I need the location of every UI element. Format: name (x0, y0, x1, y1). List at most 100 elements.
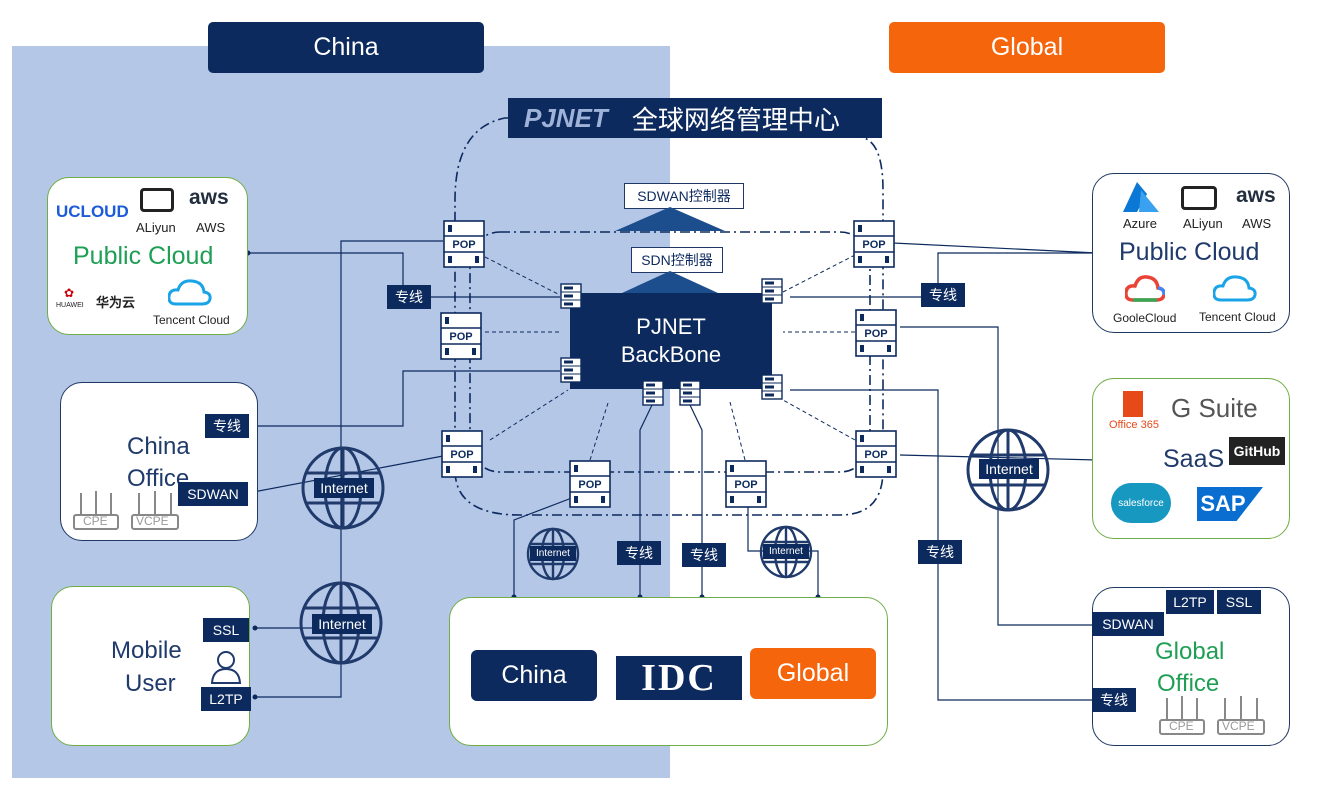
leased-line-tag: 专线 (918, 540, 962, 564)
aws-logo: aws (1236, 184, 1276, 207)
global-region-header: Global (889, 22, 1165, 73)
cpe-label: CPE (1169, 719, 1194, 733)
cpe-router-icon: CPE (73, 491, 119, 531)
vcpe-label: VCPE (1222, 719, 1255, 733)
google-cloud-label: GooleCloud (1113, 311, 1177, 325)
sdn-controller-shape (622, 271, 718, 293)
idc-global-label: Global (750, 648, 876, 699)
pop-label: POP (864, 449, 887, 461)
pop-node: POP (855, 309, 897, 362)
china-region-header: China (208, 22, 484, 73)
aws-label: AWS (1242, 216, 1272, 231)
internet-globe-icon: Internet (965, 427, 1051, 513)
idc-china-label: China (471, 650, 597, 701)
china-region-label: China (313, 33, 379, 61)
backbone-line2: BackBone (620, 342, 722, 367)
management-center-title: 全球网络管理中心 (631, 104, 840, 135)
global-region-label: Global (990, 33, 1064, 61)
server-icon (761, 278, 783, 309)
saas-box: Office 365 G Suite SaaS GitHub salesforc… (1092, 378, 1290, 539)
sdwan-tag: SDWAN (178, 482, 248, 506)
internet-globe-icon: Internet (526, 527, 580, 581)
idc-logo: IDC (616, 656, 742, 700)
pjnet-logo: PJNET (524, 102, 608, 133)
user-icon (210, 649, 242, 690)
internet-label: Internet (763, 544, 809, 559)
azure-icon (1119, 180, 1161, 219)
leased-line-tag: 专线 (921, 283, 965, 307)
pop-label: POP (862, 239, 885, 251)
idc-china-text: China (501, 661, 567, 689)
sap-logo: SAP (1197, 487, 1263, 521)
pop-node: POP (441, 430, 483, 483)
management-center-banner: PJNET 全球网络管理中心 (508, 98, 882, 138)
pop-label: POP (450, 449, 473, 461)
china-office: China Office CPE VCPE (60, 382, 258, 541)
leased-line-tag: 专线 (205, 414, 249, 438)
idc-box: China IDC Global (449, 597, 888, 746)
salesforce-logo: salesforce (1111, 483, 1171, 523)
aws-logo: aws (189, 186, 229, 209)
huawei-label: HUAWEI (56, 302, 84, 309)
backbone-line1: PJNET (636, 314, 706, 339)
cpe-router-icon: CPE (1159, 696, 1205, 736)
pjnet-backbone: PJNET BackBone (570, 293, 772, 389)
tencent-cloud-label: Tencent Cloud (1199, 310, 1276, 324)
pop-node: POP (443, 220, 485, 273)
ssl-tag: SSL (203, 618, 249, 642)
vcpe-label: VCPE (136, 514, 169, 528)
china-office-title-line1: China (127, 433, 190, 460)
server-icon (761, 374, 783, 405)
aws-label: AWS (196, 220, 226, 235)
pop-label: POP (578, 479, 601, 491)
aliyun-icon (1181, 186, 1217, 210)
leased-line-tag: 专线 (682, 543, 726, 567)
mobile-user-title-line2: User (125, 670, 176, 697)
aliyun-icon (140, 188, 174, 212)
pop-node: POP (440, 312, 482, 365)
pop-node: POP (569, 460, 611, 513)
sap-label: SAP (1200, 491, 1246, 516)
github-logo: GitHub (1229, 437, 1285, 465)
azure-label: Azure (1123, 216, 1157, 231)
huawei-cloud-label: 华为云 (96, 295, 136, 310)
pop-label: POP (452, 239, 475, 251)
internet-label: Internet (530, 546, 576, 561)
server-icon (679, 380, 701, 411)
office365-label: Office 365 (1109, 419, 1159, 431)
google-cloud-icon (1124, 274, 1166, 309)
aliyun-label: ALiyun (136, 220, 176, 235)
internet-label: Internet (979, 459, 1039, 479)
tencent-cloud-label: Tencent Cloud (153, 313, 230, 327)
internet-globe-icon: Internet (759, 525, 813, 579)
global-public-cloud: Azure ALiyun aws AWS Public Cloud GooleC… (1092, 173, 1290, 333)
mobile-user: Mobile User (51, 586, 250, 746)
office365-icon (1123, 391, 1143, 417)
pop-node: POP (855, 430, 897, 483)
salesforce-label: salesforce (1118, 497, 1164, 509)
global-office-title-line1: Global (1155, 638, 1225, 665)
pop-label: POP (734, 479, 757, 491)
global-public-cloud-title: Public Cloud (1119, 238, 1260, 266)
mobile-user-title-line1: Mobile (111, 637, 182, 664)
ucloud-logo: UCLOUD (56, 202, 129, 221)
github-label: GitHub (1233, 443, 1281, 459)
gsuite-label: G Suite (1171, 393, 1258, 423)
idc-logo-text: IDC (641, 657, 717, 699)
server-icon (642, 380, 664, 411)
internet-globe-icon: Internet (298, 580, 384, 666)
leased-line-tag: 专线 (617, 541, 661, 565)
pop-label: POP (864, 328, 887, 340)
l2tp-tag: L2TP (201, 687, 251, 711)
cpe-label: CPE (83, 514, 108, 528)
huawei-icon: ✿ (64, 286, 75, 300)
pop-node: POP (853, 220, 895, 273)
pop-label: POP (449, 331, 472, 343)
vcpe-router-icon: VCPE (1217, 696, 1265, 736)
internet-label: Internet (314, 478, 374, 498)
l2tp-tag: L2TP (1166, 590, 1214, 614)
ssl-tag: SSL (1217, 590, 1261, 614)
idc-global-text: Global (776, 659, 850, 687)
leased-line-tag: 专线 (1092, 688, 1136, 712)
china-public-cloud-title: Public Cloud (73, 242, 214, 270)
